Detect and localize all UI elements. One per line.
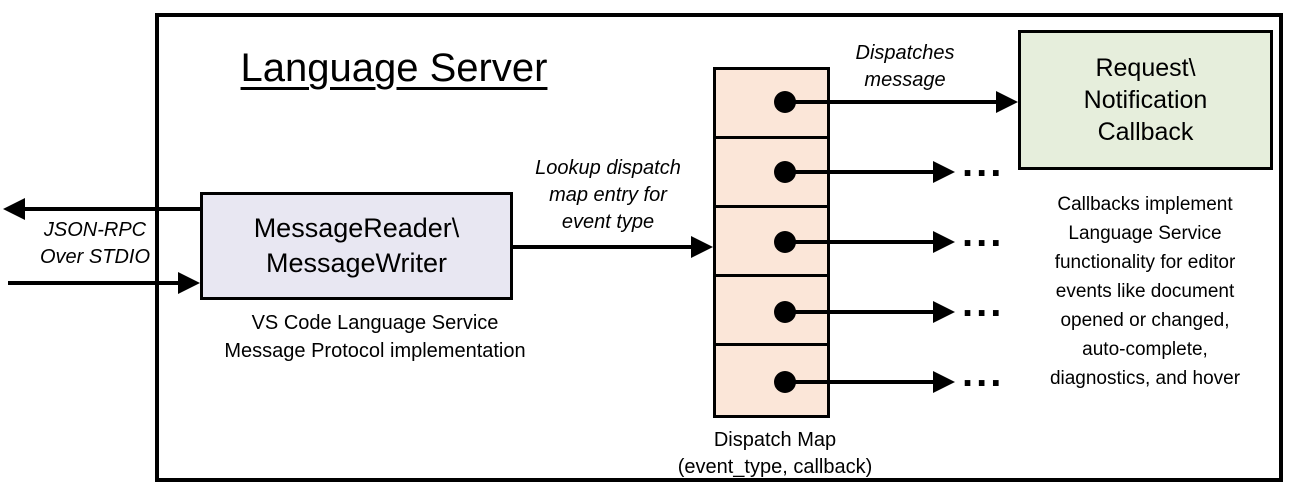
message-reader-writer-box: MessageReader\ MessageWriter <box>200 192 513 300</box>
callback-box-line3: Callback <box>1097 118 1194 146</box>
dispatch-map-cell-2 <box>716 139 827 208</box>
callbacks-note-line2: Language Service <box>1068 223 1222 244</box>
stdio-label-line1: JSON-RPC <box>43 219 147 241</box>
stdio-output-arrow-line <box>22 207 200 211</box>
lookup-label: Lookup dispatch map entry for event type <box>508 155 708 236</box>
lookup-label-line1: Lookup dispatch <box>535 157 681 179</box>
stdio-output-arrowhead-icon <box>3 198 25 220</box>
reader-caption-line2: Message Protocol implementation <box>224 340 526 362</box>
ellipsis-2: ... <box>962 141 1005 185</box>
dispatch-arrowhead-icon-2 <box>933 161 955 183</box>
stdio-label-line2: Over STDIO <box>39 246 150 268</box>
dispatches-label-line2: message <box>864 69 946 91</box>
message-reader-line: MessageReader\ <box>253 213 460 243</box>
dispatch-arrowhead-icon-5 <box>933 371 955 393</box>
reader-caption: VS Code Language Service Message Protoco… <box>180 309 570 365</box>
dispatch-arrow-line-1 <box>785 100 996 104</box>
lookup-arrowhead-icon <box>691 236 713 258</box>
dispatch-arrow-line-4 <box>785 310 933 314</box>
callbacks-note-line3: functionality for editor <box>1054 252 1236 273</box>
dispatch-arrow-line-2 <box>785 170 933 174</box>
stdio-label: JSON-RPC Over STDIO <box>15 217 175 271</box>
ellipsis-4: ... <box>962 281 1005 325</box>
dispatch-map-caption: Dispatch Map (event_type, callback) <box>645 427 905 481</box>
reader-caption-line1: VS Code Language Service <box>251 312 499 334</box>
dispatch-arrow-line-3 <box>785 240 933 244</box>
callbacks-note-line6: auto-complete, <box>1082 339 1208 360</box>
callback-box-line1: Request\ <box>1095 54 1196 82</box>
ellipsis-5: ... <box>962 351 1005 395</box>
callback-box-line2: Notification <box>1083 86 1208 114</box>
dispatch-map-caption-line2: (event_type, callback) <box>677 456 873 478</box>
dispatches-label-line1: Dispatches <box>855 42 955 64</box>
callbacks-note-line1: Callbacks implement <box>1057 194 1233 215</box>
callbacks-note: Callbacks implement Language Service fun… <box>1003 190 1287 393</box>
callbacks-note-line4: events like document <box>1055 281 1235 302</box>
lookup-arrow-line <box>513 245 691 249</box>
dispatch-arrowhead-icon-4 <box>933 301 955 323</box>
request-notification-callback-box: Request\ Notification Callback <box>1018 30 1273 170</box>
language-server-title: Language Server <box>240 46 548 90</box>
message-writer-line: MessageWriter <box>265 248 448 278</box>
callbacks-note-line5: opened or changed, <box>1060 310 1230 331</box>
dispatch-arrow-line-5 <box>785 380 933 384</box>
dispatch-arrowhead-icon-3 <box>933 231 955 253</box>
stdio-input-arrow-line <box>8 281 180 285</box>
ellipsis-3: ... <box>962 211 1005 255</box>
dispatch-map-caption-line1: Dispatch Map <box>713 429 837 451</box>
dispatch-arrowhead-icon-1 <box>996 91 1018 113</box>
dispatches-label: Dispatches message <box>825 40 985 94</box>
dispatch-map-cell-1 <box>716 70 827 139</box>
lookup-label-line3: event type <box>561 211 655 233</box>
dispatch-map-cell-4 <box>716 277 827 346</box>
stdio-input-arrowhead-icon <box>178 272 200 294</box>
callbacks-note-line7: diagnostics, and hover <box>1049 368 1241 389</box>
lookup-label-line2: map entry for <box>549 184 667 206</box>
dispatch-map-cell-3 <box>716 208 827 277</box>
